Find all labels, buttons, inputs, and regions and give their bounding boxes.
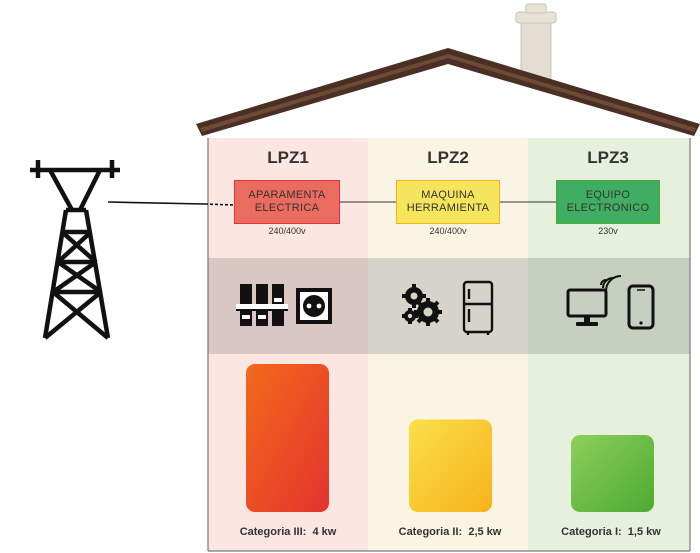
category-label-lpz3: Categoria I: 1,5 kw bbox=[526, 526, 696, 538]
transmission-tower-icon bbox=[30, 160, 120, 340]
zone-title-lpz2: LPZ2 bbox=[427, 148, 469, 167]
equipment-band-lpz3 bbox=[528, 258, 690, 354]
house-roof bbox=[196, 48, 700, 136]
category-name-lpz3: Categoria I: bbox=[561, 526, 622, 538]
voltage-lpz3: 230v bbox=[598, 226, 618, 236]
category-bar-lpz1 bbox=[246, 364, 329, 512]
zone-title-lpz3: LPZ3 bbox=[587, 148, 629, 167]
category-label-lpz2: Categoria II: 2,5 kw bbox=[365, 526, 535, 538]
wifi-computer-icon bbox=[566, 275, 622, 326]
smartphone-icon bbox=[627, 284, 655, 330]
category-name-lpz1: Categoria III: bbox=[239, 526, 307, 538]
category-power-lpz1: 4 kw bbox=[312, 526, 337, 538]
category-bar-lpz3 bbox=[571, 435, 654, 512]
gears-icon bbox=[402, 284, 442, 326]
equipment-band-lpz2 bbox=[368, 258, 528, 354]
category-power-lpz2: 2,5 kw bbox=[468, 526, 502, 538]
breaker-panel-icon bbox=[236, 284, 288, 326]
category-power-lpz3: 1,5 kw bbox=[627, 526, 661, 538]
equipment-label-lpz2: MAQUINA HERRAMIENTA bbox=[406, 189, 490, 214]
equipment-label-lpz1: APARAMENTA ELECTRICA bbox=[248, 189, 326, 214]
supply-wire bbox=[107, 201, 206, 205]
equipment-box-lpz2: MAQUINA HERRAMIENTA bbox=[396, 180, 500, 224]
category-label-lpz1: Categoria III: 4 kw bbox=[203, 526, 373, 538]
equipment-box-lpz1: APARAMENTA ELECTRICA bbox=[234, 180, 340, 224]
voltage-lpz2: 240/400v bbox=[429, 226, 467, 236]
category-name-lpz2: Categoria II: bbox=[398, 526, 463, 538]
category-bar-lpz2 bbox=[409, 419, 492, 512]
equipment-box-lpz3: EQUIPO ELECTRONICO bbox=[556, 180, 660, 224]
power-socket-icon bbox=[296, 288, 332, 324]
zone-title-lpz1: LPZ1 bbox=[267, 148, 309, 167]
equipment-label-lpz3: EQUIPO ELECTRONICO bbox=[566, 189, 650, 214]
chimney bbox=[515, 3, 557, 83]
refrigerator-icon bbox=[462, 280, 494, 335]
voltage-lpz1: 240/400v bbox=[268, 226, 306, 236]
